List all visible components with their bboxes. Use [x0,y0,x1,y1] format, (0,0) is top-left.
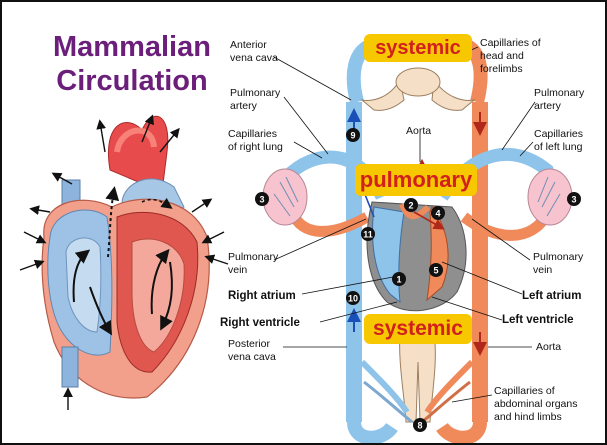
label-pulmonary-vein-right-1: Pulmonary [533,251,584,263]
marker-8: 8 [417,421,422,431]
marker-5: 5 [433,266,438,276]
label-capillaries-abdominal-1: Capillaries of [494,385,555,397]
label-left-atrium: Left atrium [522,290,581,302]
label-capillaries-right-lung-1: Capillaries [228,128,277,140]
marker-11: 11 [363,230,373,240]
label-capillaries-head-2: head and [480,50,524,62]
marker-1: 1 [396,275,401,285]
label-capillaries-left-lung-1: Capillaries [534,128,583,140]
label-right-ventricle: Right ventricle [220,317,300,329]
label-pulmonary-vein-right-2: vein [533,264,552,276]
label-aorta-top: Aorta [406,125,431,137]
label-left-ventricle: Left ventricle [502,314,574,326]
label-capillaries-abdominal-3: and hind limbs [494,411,562,423]
label-capillaries-head-3: forelimbs [480,63,523,75]
marker-3-left: 3 [259,195,264,205]
tag-pulmonary: pulmonary [355,164,477,196]
circulation-schematic: 9 2 4 11 5 1 10 3 3 8 [220,37,585,438]
label-capillaries-abdominal-2: abdominal organs [494,398,577,410]
label-pulmonary-artery-right-1: Pulmonary [534,87,585,99]
label-aorta-bottom: Aorta [536,341,561,353]
tag-systemic-top: systemic [364,34,472,62]
label-capillaries-right-lung-2: of right lung [228,141,283,153]
marker-9: 9 [350,131,355,141]
marker-3-right: 3 [571,195,576,205]
marker-2: 2 [408,201,413,211]
marker-4: 4 [435,209,440,219]
label-pulmonary-artery-right-2: artery [534,100,562,112]
label-pulmonary-vein-left-1: Pulmonary [228,251,279,263]
label-capillaries-left-lung-2: of left lung [534,141,583,153]
label-pulmonary-artery-left-1: Pulmonary [230,87,281,99]
label-capillaries-head-1: Capillaries of [480,37,541,49]
label-posterior-vena-cava-1: Posterior [228,338,271,350]
label-anterior-vena-cava-2: vena cava [230,52,278,64]
label-right-atrium: Right atrium [228,290,296,302]
tag-systemic-bottom: systemic [364,314,472,344]
marker-10: 10 [348,294,358,304]
heart-illustration [20,116,228,410]
label-posterior-vena-cava-2: vena cava [228,351,276,363]
label-pulmonary-vein-left-2: vein [228,264,247,276]
label-pulmonary-artery-left-2: artery [230,100,258,112]
label-anterior-vena-cava-1: Anterior [230,39,267,51]
